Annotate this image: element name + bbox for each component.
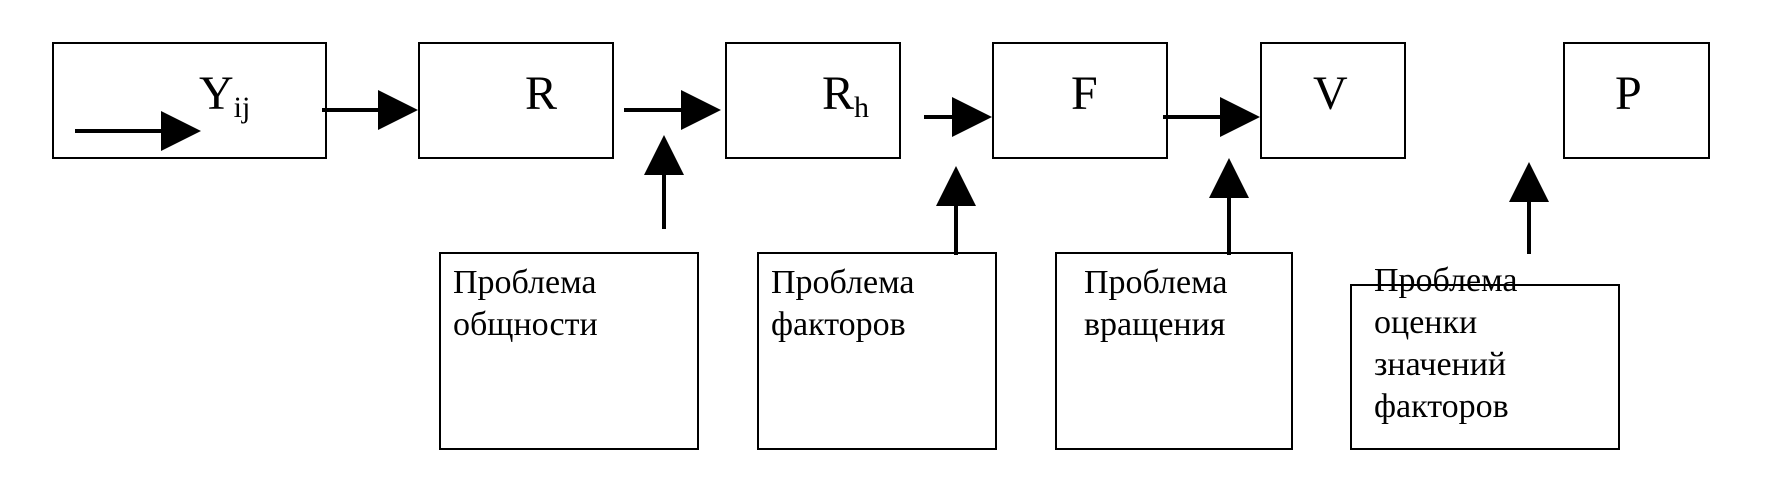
node-r-box (418, 42, 614, 159)
node-r-main: R (525, 67, 558, 120)
node-p-label: P (1615, 70, 1642, 118)
node-rh-box (725, 42, 901, 159)
node-r-label: R (525, 70, 557, 118)
node-y-sub: ij (233, 91, 251, 124)
node-p-box (1563, 42, 1710, 159)
node-f-label: F (1071, 70, 1098, 118)
node-v-box (1260, 42, 1406, 159)
problem-factors-text: Проблема факторов (771, 264, 915, 343)
node-p-main: P (1615, 67, 1642, 120)
node-f-main: F (1071, 67, 1098, 120)
node-rh-main: R (822, 67, 855, 120)
node-y-label: Yij (199, 70, 250, 123)
node-rh-label: Rh (822, 70, 869, 123)
problem-rotation-box (1055, 252, 1293, 450)
node-v-label: V (1313, 70, 1348, 118)
problem-communality-box (439, 252, 699, 450)
problem-communality-text: Проблема общности (453, 264, 598, 343)
node-v-main: V (1313, 67, 1348, 120)
problem-scores-box (1350, 284, 1620, 450)
problem-factors-box (757, 252, 997, 450)
problem-rotation-text: Проблема вращения (1084, 264, 1228, 343)
node-rh-sub: h (854, 91, 870, 124)
node-y-main: Y (199, 67, 234, 120)
node-f-box (992, 42, 1168, 159)
problem-scores-text: Проблема оценки значений факторов (1374, 262, 1518, 425)
